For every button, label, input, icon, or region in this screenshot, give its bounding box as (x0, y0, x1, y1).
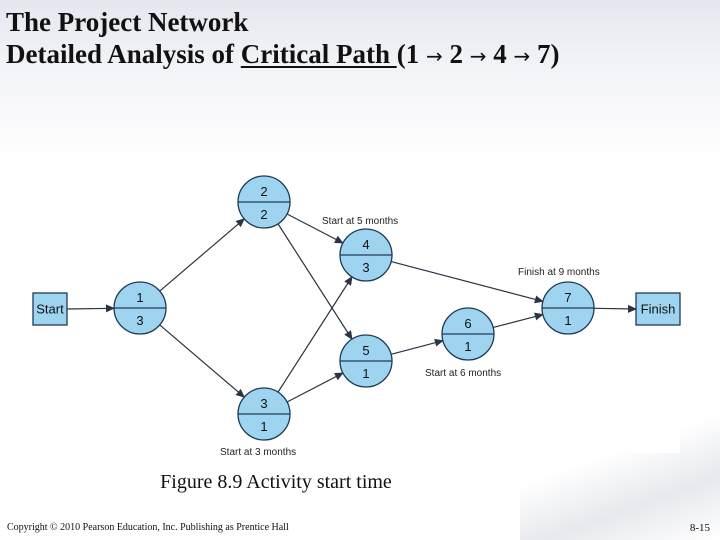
slide-title: The Project Network Detailed Analysis of… (6, 6, 560, 72)
right-arrow-icon: → (469, 44, 487, 68)
title-prefix: Detailed Analysis of (6, 39, 241, 69)
activity-duration: 1 (362, 366, 369, 381)
annotation-start-3-months: Start at 3 months (220, 447, 296, 458)
activity-duration: 1 (260, 419, 267, 434)
edge-2-to-4 (286, 213, 344, 244)
annotations-layer: Start at 5 months Finish at 9 months Sta… (220, 216, 600, 458)
path-step-1: (1 (396, 39, 420, 69)
title-line-2: Detailed Analysis of Critical Path (1 → … (6, 38, 560, 72)
activity-number: 6 (464, 316, 471, 331)
edge-1-to-2 (159, 218, 245, 292)
path-step-3: 4 (493, 39, 507, 69)
start-box-shape (32, 292, 68, 326)
activity-duration: 3 (136, 313, 143, 328)
edge-start-to-1 (66, 304, 116, 313)
activity-node-3: 31 (237, 387, 291, 441)
activity-node-1: 13 (113, 281, 167, 335)
activity-node-2: 22 (237, 175, 291, 229)
activity-node-4: 43 (339, 228, 393, 282)
edge-3-to-4 (277, 276, 353, 393)
start-label: Start (36, 302, 64, 317)
activity-number: 1 (136, 290, 143, 305)
copyright-footer: Copyright © 2010 Pearson Education, Inc.… (7, 522, 289, 533)
annotation-start-6-months: Start at 6 months (425, 368, 501, 379)
activity-number: 5 (362, 343, 369, 358)
edge-4-to-7 (390, 261, 544, 304)
start-box: Start (32, 292, 68, 326)
edge-3-to-5 (286, 372, 344, 403)
edges-layer (66, 213, 637, 403)
slide-number: 8-15 (689, 522, 710, 534)
path-step-2: 2 (449, 39, 464, 69)
activity-duration: 1 (564, 313, 571, 328)
activity-node-6: 61 (441, 307, 495, 361)
title-critical-path: Critical Path (240, 39, 397, 69)
activity-node-5: 51 (339, 334, 393, 388)
path-step-4: 7) (537, 39, 560, 69)
activity-number: 2 (260, 184, 267, 199)
edge-7-to-finish (593, 304, 637, 313)
activity-duration: 1 (464, 339, 471, 354)
activity-duration: 2 (260, 207, 267, 222)
edge-5-to-6 (390, 338, 444, 355)
activity-number: 4 (362, 237, 369, 252)
activity-duration: 3 (362, 260, 369, 275)
activity-number: 7 (564, 290, 571, 305)
right-arrow-icon: → (425, 44, 443, 68)
finish-label: Finish (641, 302, 676, 317)
title-line-1: The Project Network (6, 7, 249, 37)
activity-number: 3 (260, 396, 267, 411)
edge-6-to-7 (493, 312, 544, 329)
annotation-finish-9-months: Finish at 9 months (518, 267, 600, 278)
finish-box: Finish (635, 292, 681, 326)
right-arrow-icon: → (513, 44, 531, 68)
figure-caption: Figure 8.9 Activity start time (160, 471, 392, 493)
edge-1-to-3 (159, 324, 245, 398)
activity-node-7: 71 (541, 281, 595, 335)
edge-2-to-5 (277, 223, 353, 340)
annotation-start-5-months: Start at 5 months (322, 216, 398, 227)
finish-box-shape (635, 292, 681, 326)
